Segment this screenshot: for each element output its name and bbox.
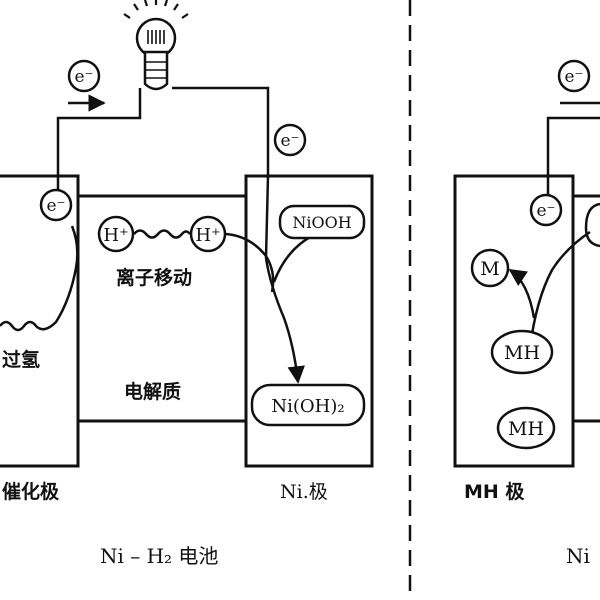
svg-text:M: M bbox=[480, 258, 499, 280]
niooh-box: NiOOH bbox=[278, 204, 366, 240]
ion-migration-label: 离子移动 bbox=[116, 266, 192, 289]
mh-circle-2: MH bbox=[496, 406, 556, 450]
right-caption: Ni bbox=[566, 544, 590, 568]
electron-right-top: e⁻ bbox=[557, 59, 591, 93]
svg-text:H⁺: H⁺ bbox=[103, 225, 128, 246]
electron-right-mh: e⁻ bbox=[529, 193, 563, 227]
hydrogen-label: 过氢 bbox=[2, 348, 40, 371]
external-wire bbox=[56, 88, 142, 196]
light-bulb-icon bbox=[123, 0, 189, 91]
svg-text:e⁻: e⁻ bbox=[280, 131, 299, 151]
m-circle: M bbox=[470, 248, 510, 288]
svg-text:e⁻: e⁻ bbox=[46, 196, 65, 216]
catalytic-electrode-label: 催化极 bbox=[2, 480, 60, 503]
right-proton-partial bbox=[584, 202, 600, 248]
electron-catalytic: e⁻ bbox=[39, 188, 73, 222]
ni-electrode-label: Ni.极 bbox=[280, 481, 328, 503]
external-wire-right bbox=[172, 86, 270, 176]
proton-wave bbox=[133, 229, 191, 239]
mh-electrode-box bbox=[453, 174, 575, 468]
proton-2: H⁺ bbox=[189, 215, 227, 253]
ni-electrode-box bbox=[244, 174, 374, 468]
nioh2-box: Ni(OH)₂ bbox=[250, 383, 366, 427]
left-caption: Ni – H₂ 电池 bbox=[100, 544, 218, 568]
proton-1: H⁺ bbox=[97, 215, 135, 253]
catalytic-electrode-box bbox=[0, 174, 80, 468]
electron-top: e⁻ bbox=[67, 59, 101, 93]
svg-text:NiOOH: NiOOH bbox=[292, 213, 351, 232]
svg-text:e⁻: e⁻ bbox=[74, 67, 93, 87]
mh-path bbox=[528, 230, 591, 349]
niooh-path bbox=[272, 234, 313, 283]
right-electrolyte-lines bbox=[573, 194, 600, 423]
electron-path-ni bbox=[264, 175, 305, 384]
svg-text:H⁺: H⁺ bbox=[195, 225, 220, 246]
hydrogen-wave bbox=[0, 225, 79, 332]
svg-text:MH: MH bbox=[508, 418, 544, 440]
svg-text:e⁻: e⁻ bbox=[536, 201, 555, 221]
m-path bbox=[508, 268, 536, 319]
mh-electrode-label: MH 极 bbox=[464, 480, 525, 503]
svg-text:MH: MH bbox=[504, 342, 540, 364]
svg-text:Ni(OH)₂: Ni(OH)₂ bbox=[271, 396, 344, 417]
mh-circle-1: MH bbox=[490, 329, 554, 375]
electrolyte-label: 电解质 bbox=[124, 380, 181, 403]
electron-ni: e⁻ bbox=[273, 123, 307, 157]
right-external-wire bbox=[546, 116, 600, 196]
svg-text:e⁻: e⁻ bbox=[564, 67, 583, 87]
